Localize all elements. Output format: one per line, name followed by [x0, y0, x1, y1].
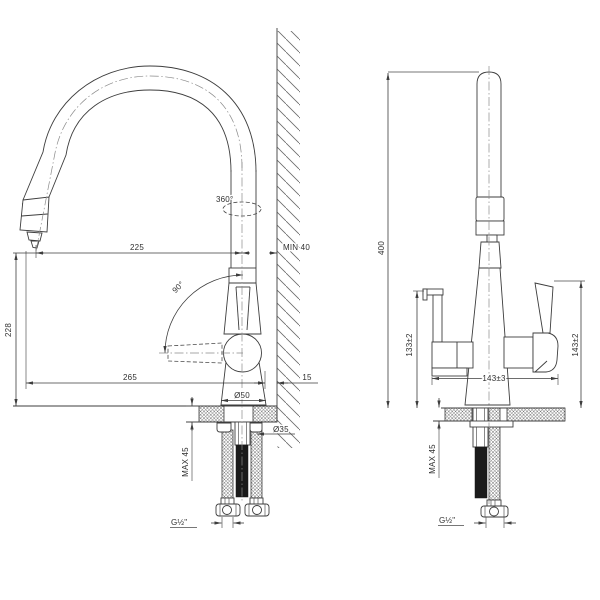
threaded-stud-side: [474, 446, 488, 499]
filter-handle-lip: [422, 288, 428, 301]
gooseneck-spout: [22, 65, 257, 268]
base-diameter-label: Ø50: [234, 391, 250, 400]
countertop-front: [13, 405, 278, 423]
hose-nut-side-bore: [489, 506, 499, 517]
hose-nut-right-bore: [252, 505, 262, 515]
main-lever: [503, 282, 559, 373]
spray-head-body: [19, 196, 50, 233]
countertop-slab-left: [198, 405, 225, 423]
lever-block-cut: [534, 360, 548, 373]
spout-collar: [475, 196, 505, 222]
spout-centerline: [35, 75, 243, 252]
hose-nut-left-bore: [222, 505, 232, 515]
locknut-right: [249, 422, 263, 433]
spray-head: [19, 196, 50, 249]
swivel-angle-label: 360°: [216, 195, 233, 204]
hose-left: [221, 429, 234, 499]
spray-head-aerator: [30, 240, 40, 249]
handle-cone: [223, 282, 262, 335]
shank: [234, 421, 251, 446]
under-counter-front: [215, 421, 270, 517]
shank-side: [472, 407, 489, 448]
arc-90: [163, 273, 244, 354]
dimensions-front: 225 MIN 40 228 265 15 Ø50 Ø35 MAX 45: [3, 194, 318, 528]
spout-inner-edge: [48, 89, 232, 198]
dimensions-side: 400 133±2 143±2 143±3 MAX 45 G½": [376, 73, 585, 528]
spray-head-tab: [486, 234, 498, 243]
wall-offset-label: 15: [302, 373, 312, 382]
lever-blade: [534, 282, 554, 334]
countertop-slab-left-side: [444, 407, 473, 422]
outlet-height-label: 228: [4, 323, 13, 337]
side-lever-height-label: 133±2: [405, 333, 414, 357]
side-view: 400 133±2 143±2 143±3 MAX 45 G½": [376, 66, 585, 528]
spout-band: [475, 220, 505, 236]
hose-collar-right: [249, 497, 264, 505]
filter-valve-base: [431, 367, 468, 377]
hose-thread-label-front: G½": [171, 518, 187, 527]
countertop-slab-right: [252, 405, 278, 423]
wall-clearance-label: MIN 40: [283, 243, 310, 252]
max-deck-label-side: MAX 45: [428, 444, 437, 474]
body-width-label: 143±3: [482, 374, 506, 383]
filter-valve-block: [431, 341, 474, 369]
lever-hub: [503, 336, 534, 369]
handle-face-right: [246, 286, 251, 331]
lever-angle-label: 90°: [171, 280, 186, 295]
hole-diameter-label: Ø35: [273, 425, 289, 434]
countertop-slab-right-side: [506, 407, 566, 422]
filter-handle: [422, 288, 474, 377]
lever-block: [532, 332, 559, 373]
spout-outer-edge: [22, 65, 257, 201]
max-deck-label-front: MAX 45: [181, 447, 190, 477]
overall-reach-label: 265: [123, 373, 137, 382]
hose-collar-left: [220, 497, 235, 505]
hose-right: [250, 429, 263, 499]
spout-reach-label: 225: [130, 243, 144, 252]
filter-handle-bar: [432, 294, 443, 343]
hose-thread-label-side: G½": [439, 516, 455, 525]
locknut-left: [216, 422, 232, 433]
wall-hatch: [277, 31, 300, 448]
under-counter-side: [469, 407, 514, 518]
locknut-side: [469, 420, 514, 428]
overall-height-label: 400: [377, 241, 386, 255]
lever-alt-position-dashed: [167, 342, 223, 364]
neck-side: [478, 241, 502, 269]
front-view: 90°: [3, 28, 318, 528]
cone-side: [464, 267, 511, 406]
lever-height-label: 143±2: [571, 333, 580, 357]
